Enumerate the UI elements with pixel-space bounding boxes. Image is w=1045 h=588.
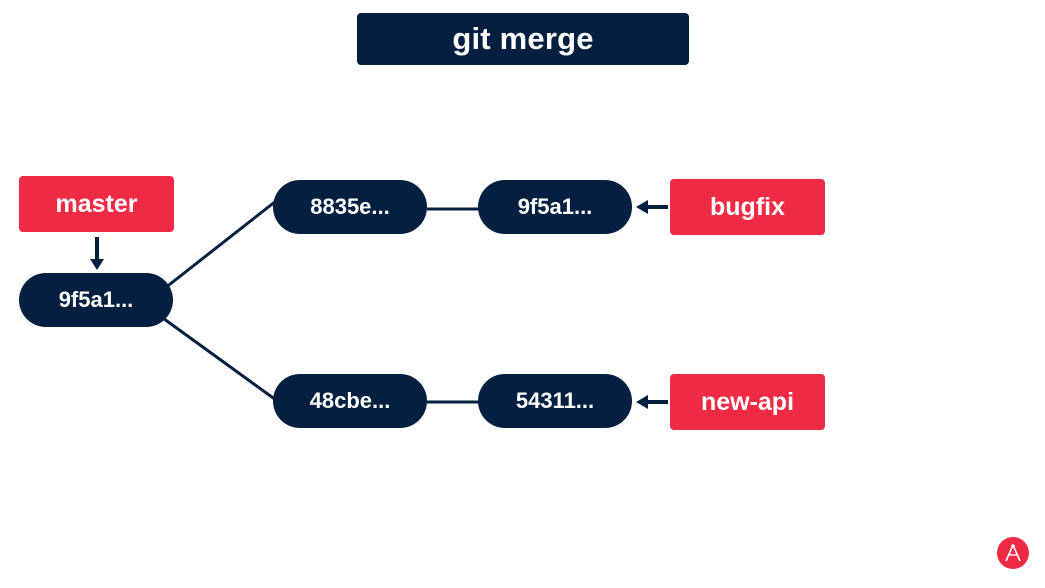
- arrowhead-bugfix: [636, 200, 648, 214]
- branch-label-bugfix: bugfix: [670, 179, 825, 235]
- edge-base-to-48cbe: [159, 314, 277, 402]
- commit-node-9f5a1: 9f5a1...: [478, 180, 632, 234]
- branch-label-master: master: [19, 176, 174, 232]
- diagram-title: git merge: [357, 13, 689, 65]
- arrowhead-master: [90, 259, 104, 270]
- letter-a-glyph-icon: [1005, 544, 1021, 562]
- branch-label-new-api: new-api: [670, 374, 825, 430]
- commit-node-48cbe: 48cbe...: [273, 374, 427, 428]
- commit-node-54311: 54311...: [478, 374, 632, 428]
- letter-a-logo-icon: [997, 537, 1029, 569]
- edge-base-to-8835e: [159, 199, 277, 294]
- arrowhead-new-api: [636, 395, 648, 409]
- commit-node-base: 9f5a1...: [19, 273, 173, 327]
- commit-node-8835e: 8835e...: [273, 180, 427, 234]
